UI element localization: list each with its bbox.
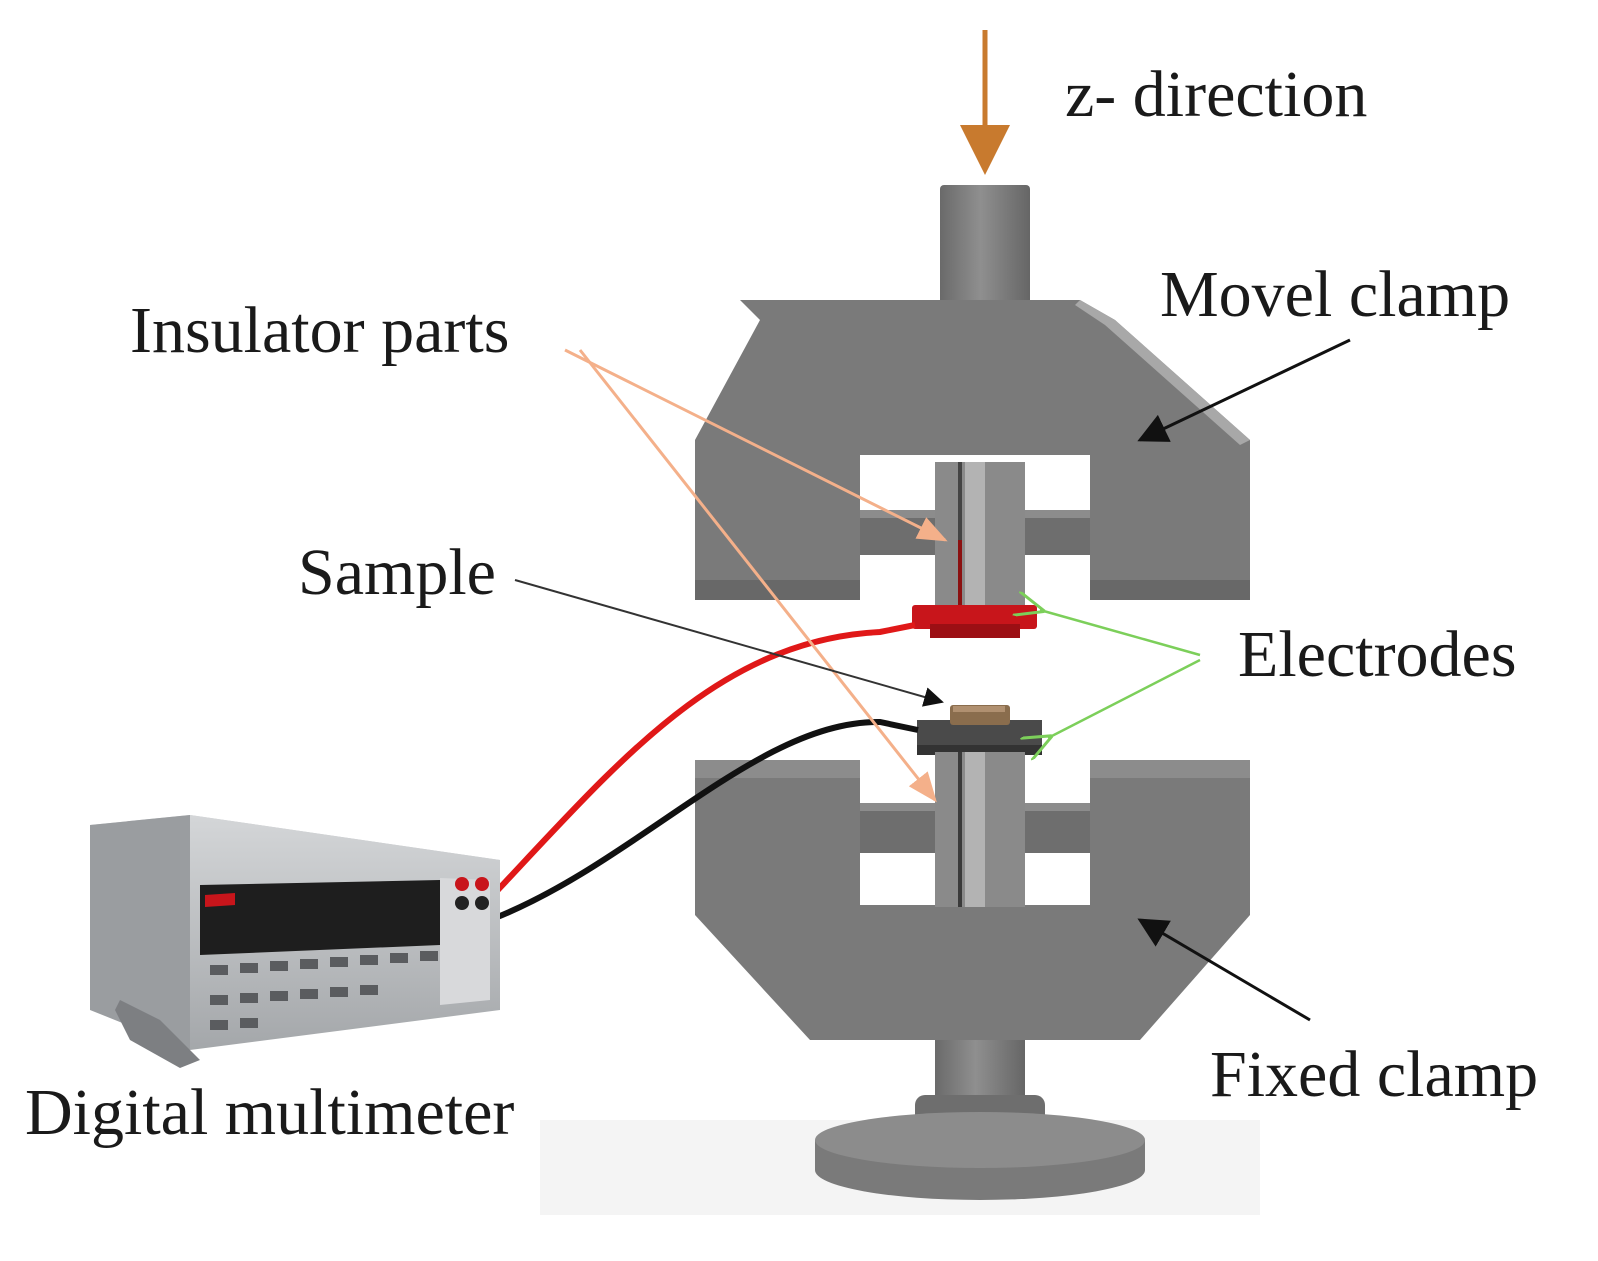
electrodes-arrow-lower — [1048, 658, 1201, 738]
red-wire — [492, 622, 916, 896]
upper-electrode — [912, 605, 1037, 638]
black-wire — [493, 718, 919, 921]
movel-clamp — [695, 300, 1250, 612]
digital-multimeter — [90, 815, 500, 1068]
electrodes-arrow-upper — [1040, 610, 1201, 657]
label-fixed-clamp: Fixed clamp — [1210, 1038, 1539, 1111]
insulator-arrow-lower — [578, 349, 937, 803]
lower-electrode — [917, 705, 1042, 755]
label-sample: Sample — [298, 536, 496, 609]
label-digital-multimeter: Digital multimeter — [25, 1076, 515, 1149]
upper-ram-column — [940, 185, 1030, 305]
fixed-clamp — [695, 752, 1250, 1040]
label-z-direction: z- direction — [1065, 58, 1368, 131]
insulator-arrow-upper — [564, 348, 948, 542]
label-insulator-parts: Insulator parts — [130, 294, 510, 367]
fixed-clamp-arrow — [1137, 918, 1311, 1022]
movel-clamp-arrow — [1137, 338, 1351, 442]
sample-arrow — [514, 579, 944, 707]
label-movel-clamp: Movel clamp — [1160, 258, 1511, 331]
label-electrodes: Electrodes — [1238, 618, 1517, 691]
